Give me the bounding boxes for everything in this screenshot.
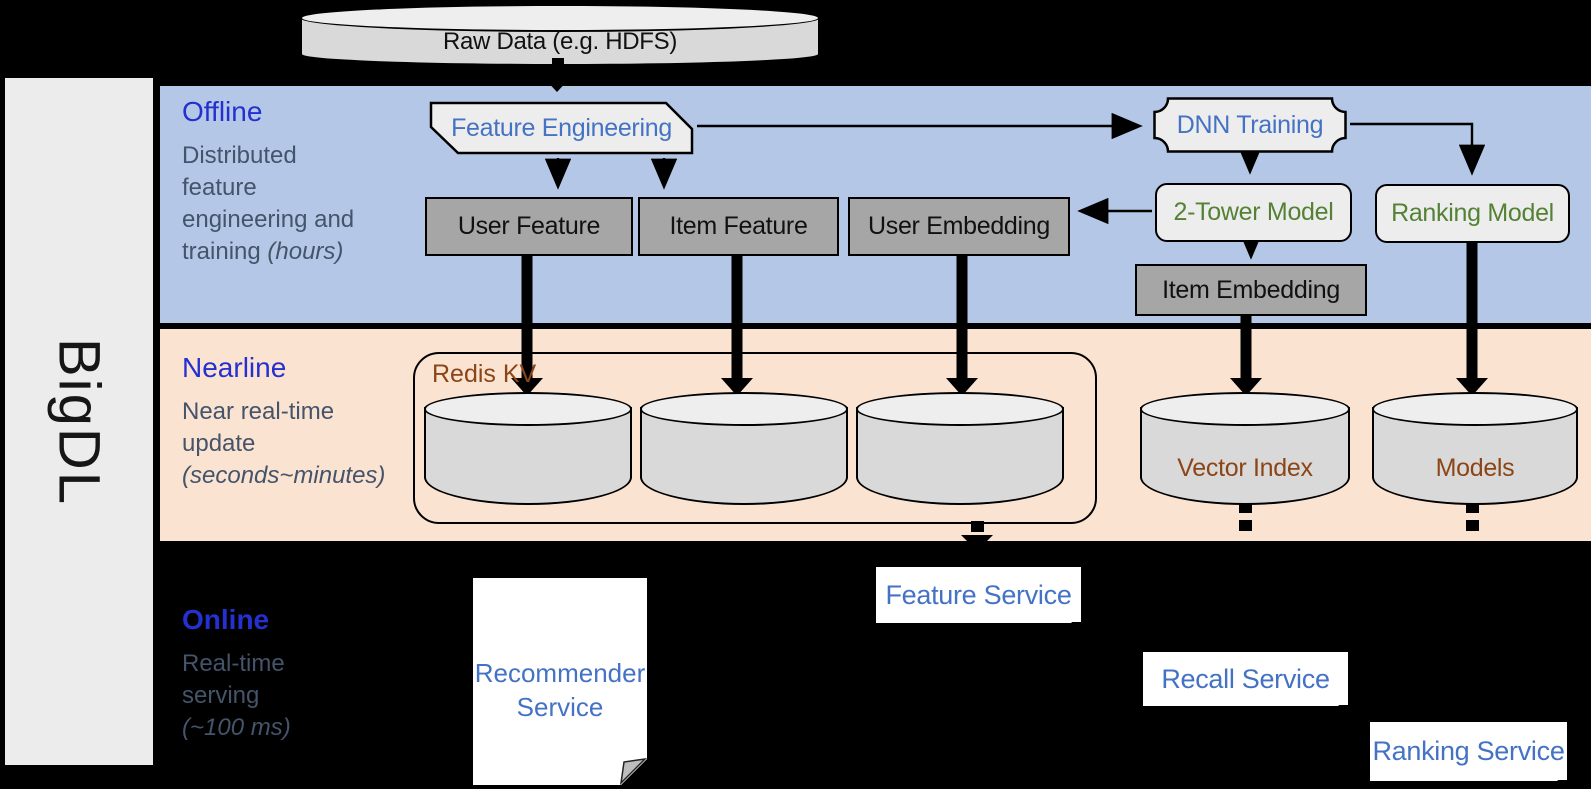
two-tower-model-node: 2-Tower Model [1155,183,1352,242]
feature-engineering-shape [429,101,694,155]
corner-fold-icon [1338,705,1349,714]
item-embedding-node: Item Embedding [1135,264,1367,316]
ranking-model-label: Ranking Model [1391,199,1554,227]
corner-fold-icon [1071,622,1082,631]
nearline-section-label: Nearline [182,352,287,383]
dnn-training-shape [1153,97,1347,153]
offline-section-label: Offline [182,96,263,127]
redis-kv-label: Redis KV [432,360,537,388]
models-cylinder: Models [1372,392,1578,505]
user-feature-node: User Feature [425,197,633,256]
recall-service-node: Recall Service [1143,652,1349,714]
feature-service-node: Feature Service [876,567,1082,631]
feature-service-label: Feature Service [885,579,1072,610]
models-label: Models [1435,454,1515,482]
user-embedding-node: User Embedding [848,197,1070,256]
vector-index-label: Vector Index [1177,454,1313,482]
ranking-service-node: Ranking Service [1370,722,1568,789]
feature-engineering-label: Feature Engineering [451,113,672,142]
raw-data-store: Raw Data (e.g. HDFS) [300,4,820,66]
cylinder-top [300,4,820,32]
raw-data-label: Raw Data (e.g. HDFS) [442,28,678,55]
item-feature-node: Item Feature [638,197,839,256]
kv-store-cylinder-1 [424,392,632,505]
kv-store-cylinder-3 [856,392,1064,505]
recall-service-label: Recall Service [1161,663,1330,694]
online-section-label: Online [182,604,270,635]
dnn-training-label: DNN Training [1176,110,1324,139]
item-embedding-label: Item Embedding [1162,275,1340,304]
document-shape [473,578,647,785]
online-section-description: Real-time serving (~100 ms) [182,650,291,741]
item-feature-label: Item Feature [669,212,808,240]
vector-index-cylinder: Vector Index [1140,392,1350,505]
user-embedding-label: User Embedding [867,212,1050,240]
ranking-service-label: Ranking Service [1372,736,1565,766]
offline-section-description: Distributed feature engineering and trai… [182,142,355,265]
kv-store-cylinder-2 [640,392,848,505]
recommender-service-label: Recommender Service [474,658,646,722]
ranking-model-node: Ranking Model [1375,184,1570,243]
two-tower-model-label: 2-Tower Model [1173,198,1334,226]
nearline-section-description: Near real-time update (seconds~minutes) [182,398,386,489]
feature-engineering-node: Feature Engineering [428,100,695,156]
recommender-service-node: Recommender Service [473,578,647,785]
bigdl-logo-text: BigDL [46,337,112,506]
bigdl-sidebar: BigDL [5,78,153,765]
dnn-training-node: DNN Training [1152,96,1348,154]
user-feature-label: User Feature [457,212,601,240]
corner-fold-icon [1557,780,1568,789]
